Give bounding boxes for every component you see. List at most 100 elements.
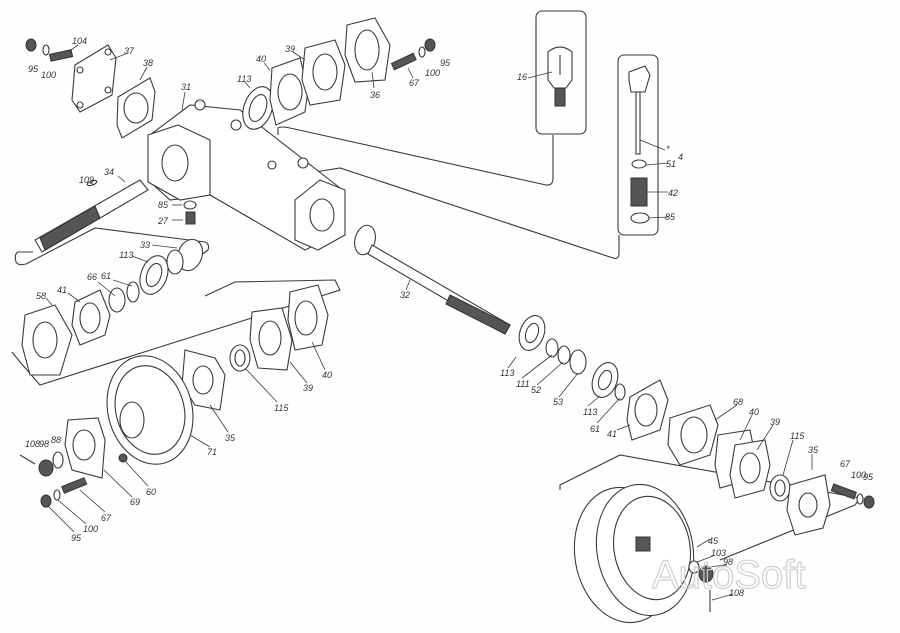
label-113: 113 — [119, 250, 133, 260]
stud-part-104 — [49, 49, 74, 62]
label-52: 52 — [531, 385, 541, 395]
nut-part-98 — [698, 565, 714, 583]
label-35: 35 — [225, 433, 236, 443]
washer-part-100 — [42, 44, 50, 56]
nut-part-95 — [40, 494, 52, 508]
label-27: 27 — [157, 216, 169, 226]
label-95: 95 — [440, 58, 451, 68]
label-39: 39 — [285, 44, 295, 54]
stud-part-67 — [390, 52, 417, 71]
gasket-part-69 — [64, 417, 106, 479]
label-33: 33 — [140, 240, 150, 250]
label-98: 98 — [723, 557, 733, 567]
label-41: 41 — [57, 285, 67, 295]
stud-part-67 — [61, 477, 88, 494]
label-16: 16 — [517, 72, 527, 82]
seal-part-115 — [769, 474, 791, 502]
label-85: 85 — [158, 200, 169, 210]
ring-part-61 — [126, 281, 140, 303]
label-113: 113 — [583, 407, 597, 417]
inset-box-dipstick — [617, 54, 659, 236]
label-108: 108 — [25, 439, 40, 449]
label-31: 31 — [181, 82, 191, 92]
washer-part-103 — [688, 560, 700, 574]
plug-part-27 — [185, 211, 196, 225]
label-109: 109 — [79, 175, 94, 185]
label-71: 71 — [207, 447, 217, 457]
label-38: 38 — [143, 58, 153, 68]
label-34: 34 — [104, 167, 114, 177]
washer-part-85 — [183, 200, 197, 210]
label-95: 95 — [863, 472, 874, 482]
gasket-part-40 — [269, 57, 309, 126]
label-41: 41 — [607, 429, 617, 439]
label-88: 88 — [51, 435, 61, 445]
leader-lines — [45, 44, 813, 601]
label-45: 45 — [708, 536, 719, 546]
washer-part-100 — [418, 46, 426, 58]
label-69: 69 — [130, 497, 140, 507]
cover-part-35 — [786, 474, 831, 536]
gasket-part-38 — [116, 77, 156, 139]
label-61: 61 — [101, 271, 111, 281]
inset-box-sensor — [535, 10, 587, 135]
bushing — [166, 249, 184, 275]
label-115: 115 — [790, 431, 805, 441]
dipstick-part-4 — [628, 65, 651, 224]
ring-part-53 — [569, 349, 587, 375]
washer-part-100 — [53, 489, 61, 501]
gasket-part-39 — [301, 39, 346, 106]
label-39: 39 — [303, 383, 313, 393]
washer-part-88 — [52, 451, 64, 469]
watermark: AutoSoft — [652, 553, 805, 597]
bearing-part-113 — [139, 255, 169, 295]
nut-part-95 — [424, 38, 436, 52]
label-108: 108 — [729, 588, 744, 598]
ring-part-111 — [545, 338, 559, 358]
label-40: 40 — [322, 370, 332, 380]
ring-part-61 — [614, 383, 626, 401]
washer-part-100 — [856, 493, 864, 505]
label-60: 60 — [146, 487, 156, 497]
gasket-part-39 — [249, 307, 293, 371]
ring-part-52 — [557, 345, 571, 365]
label-85: 85 — [665, 212, 676, 222]
cover-part-37 — [71, 44, 117, 113]
label-100: 100 — [83, 524, 98, 534]
label-104: 104 — [72, 36, 87, 46]
label-100: 100 — [851, 470, 866, 480]
ring-part-66 — [108, 287, 126, 313]
label-95: 95 — [71, 533, 82, 543]
part-labels: 95 104 100 37 38 31 113 40 39 36 67 100 … — [25, 36, 874, 598]
gasket-part-41 — [71, 289, 111, 346]
nut-part-98 — [38, 459, 54, 477]
label-100: 100 — [41, 70, 56, 80]
label-51: 51 — [666, 159, 676, 169]
label-42: 42 — [668, 188, 678, 198]
pulley-part-45 — [573, 483, 695, 624]
shaft-part-32 — [354, 224, 511, 335]
gasket-part-40 — [287, 284, 329, 351]
label-67: 67 — [409, 78, 420, 88]
sensor-part-16 — [547, 46, 573, 107]
label-61: 61 — [590, 424, 600, 434]
label-58: 58 — [36, 291, 46, 301]
bearing-part-113 — [518, 315, 546, 351]
label-115: 115 — [274, 403, 289, 413]
housing-part-68 — [667, 404, 719, 466]
label-95: 95 — [28, 64, 39, 74]
label-36: 36 — [370, 90, 380, 100]
nut-part-95 — [863, 495, 875, 509]
label-113: 113 — [500, 368, 514, 378]
housing-part-31 — [147, 99, 346, 251]
label-32: 32 — [400, 290, 410, 300]
nut-part-95 — [25, 38, 37, 52]
ring-part-60 — [118, 453, 128, 463]
label-98: 98 — [39, 439, 49, 449]
label-39: 39 — [770, 417, 780, 427]
flange-part-58 — [21, 304, 73, 376]
label-4: 4 — [678, 152, 683, 162]
label-103: 103 — [711, 548, 726, 558]
